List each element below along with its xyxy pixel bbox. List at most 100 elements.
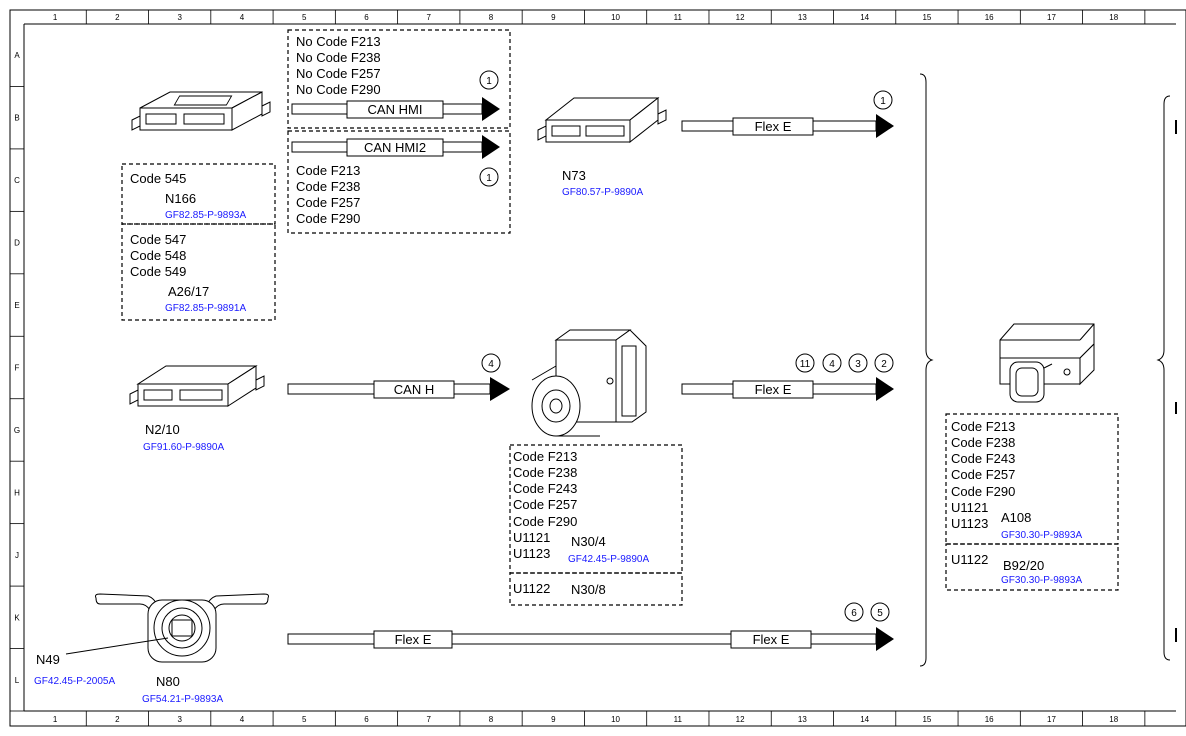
a108-code-7: U1123: [951, 516, 988, 531]
svg-text:1: 1: [486, 76, 492, 87]
bottom-flex-e-label-left: Flex E: [395, 632, 432, 647]
connector-marker-6: 6: [844, 602, 864, 622]
column-label-2-top: 2: [115, 13, 120, 22]
n30-4-name: N30/4: [571, 534, 606, 549]
n49-ref: GF42.45-P-2005A: [34, 676, 115, 687]
column-label-10-top: 10: [611, 13, 620, 22]
no-code-line-1: No Code F213: [296, 34, 381, 49]
n73-flex-e-label: Flex E: [755, 119, 792, 134]
column-label-13-top: 13: [798, 13, 807, 22]
n80-name: N80: [156, 674, 180, 689]
column-label-1-top: 1: [53, 13, 58, 22]
can-hmi-label: CAN HMI: [368, 102, 423, 117]
column-label-4-top: 4: [240, 13, 245, 22]
n166-name: N166: [165, 191, 196, 206]
esp-flex-e-label: Flex E: [755, 382, 792, 397]
column-label-10-bottom: 10: [611, 715, 620, 724]
connector-marker-2: 2: [874, 353, 894, 373]
a26-box: [121, 223, 276, 321]
b92-20-box: [945, 543, 1119, 591]
row-label-A: A: [14, 51, 20, 60]
can-h-label: CAN H: [394, 382, 434, 397]
a26-code-2: Code 548: [130, 248, 186, 263]
svg-text:4: 4: [829, 359, 835, 370]
a108-code-6: U1121: [951, 500, 988, 515]
column-label-12-top: 12: [736, 13, 745, 22]
n73-ref: GF80.57-P-9890A: [562, 187, 643, 198]
svg-text:5: 5: [877, 608, 883, 619]
column-label-14-bottom: 14: [860, 715, 869, 724]
n2-10-name: N2/10: [145, 422, 180, 437]
n30-8-name: N30/8: [571, 582, 606, 597]
hmi2-code-3: Code F257: [296, 195, 360, 210]
column-label-7-top: 7: [427, 13, 432, 22]
connector-marker-4a: 4: [481, 353, 501, 373]
svg-text:6: 6: [851, 608, 857, 619]
no-code-line-2: No Code F238: [296, 50, 381, 65]
control-unit-n2-10-illustration: [129, 365, 265, 407]
n30-4-code-6: U1121: [513, 530, 550, 545]
hmi2-code-1: Code F213: [296, 163, 360, 178]
column-label-12-bottom: 12: [736, 715, 745, 724]
can-hmi2-label: CAN HMI2: [364, 140, 426, 155]
row-label-H: H: [14, 488, 20, 497]
can-h-arrow: CAN H: [287, 377, 510, 401]
no-code-line-3: No Code F257: [296, 66, 381, 81]
column-label-8-bottom: 8: [489, 715, 494, 724]
bottom-flex-e-arrow: Flex E Flex E: [287, 627, 894, 651]
n166-box: [121, 163, 276, 225]
column-label-6-top: 6: [364, 13, 369, 22]
n49-name: N49: [36, 652, 60, 667]
code-box-hmi2: [287, 130, 511, 234]
column-label-14-top: 14: [860, 13, 869, 22]
svg-text:1: 1: [880, 96, 886, 107]
n166-ref: GF82.85-P-9893A: [165, 210, 246, 221]
column-label-18-bottom: 18: [1109, 715, 1118, 724]
column-label-8-top: 8: [489, 13, 494, 22]
n30-4-code-5: Code F290: [513, 514, 577, 529]
hmi2-code-2: Code F238: [296, 179, 360, 194]
svg-text:2: 2: [881, 359, 887, 370]
a108-code-4: Code F257: [951, 467, 1015, 482]
column-label-15-top: 15: [922, 13, 931, 22]
connector-marker-11: 11: [795, 353, 815, 373]
row-label-B: B: [14, 114, 19, 123]
no-code-line-4: No Code F290: [296, 82, 381, 97]
row-label-C: C: [14, 176, 20, 185]
n73-name: N73: [562, 168, 586, 183]
esp-unit-illustration: [531, 329, 647, 437]
n30-4-code-4: Code F257: [513, 497, 577, 512]
control-unit-n73-illustration: [537, 96, 667, 144]
n30-4-code-7: U1123: [513, 546, 550, 561]
svg-text:4: 4: [488, 359, 494, 370]
a26-code-3: Code 549: [130, 264, 186, 279]
svg-text:3: 3: [855, 359, 861, 370]
connector-marker-3: 3: [848, 353, 868, 373]
b92-20-ref: GF30.30-P-9893A: [1001, 575, 1082, 586]
n30-4-code-1: Code F213: [513, 449, 577, 464]
column-label-16-bottom: 16: [985, 715, 994, 724]
b92-20-name: B92/20: [1003, 558, 1044, 573]
esp-flex-e-arrow: Flex E: [681, 377, 894, 401]
column-label-9-top: 9: [551, 13, 556, 22]
n2-10-ref: GF91.60-P-9890A: [143, 442, 224, 453]
column-label-3-top: 3: [177, 13, 182, 22]
far-right-brace: [1156, 95, 1171, 661]
row-label-D: D: [14, 239, 20, 248]
control-unit-n166-illustration: [131, 91, 271, 131]
column-label-1-bottom: 1: [53, 715, 58, 724]
a108-code-1: Code F213: [951, 419, 1015, 434]
n80-ref: GF54.21-P-9893A: [142, 694, 223, 705]
column-label-2-bottom: 2: [115, 715, 120, 724]
column-label-9-bottom: 9: [551, 715, 556, 724]
row-label-G: G: [14, 426, 20, 435]
n30-4-ref: GF42.45-P-9890A: [568, 554, 649, 565]
n30-8-code: U1122: [513, 581, 550, 596]
svg-text:11: 11: [800, 359, 811, 370]
a108-code-2: Code F238: [951, 435, 1015, 450]
can-hmi2-arrow: CAN HMI2: [291, 135, 500, 159]
column-label-3-bottom: 3: [177, 715, 182, 724]
steering-column-module-illustration: [65, 593, 269, 663]
n73-flex-e-arrow: Flex E: [681, 114, 894, 138]
